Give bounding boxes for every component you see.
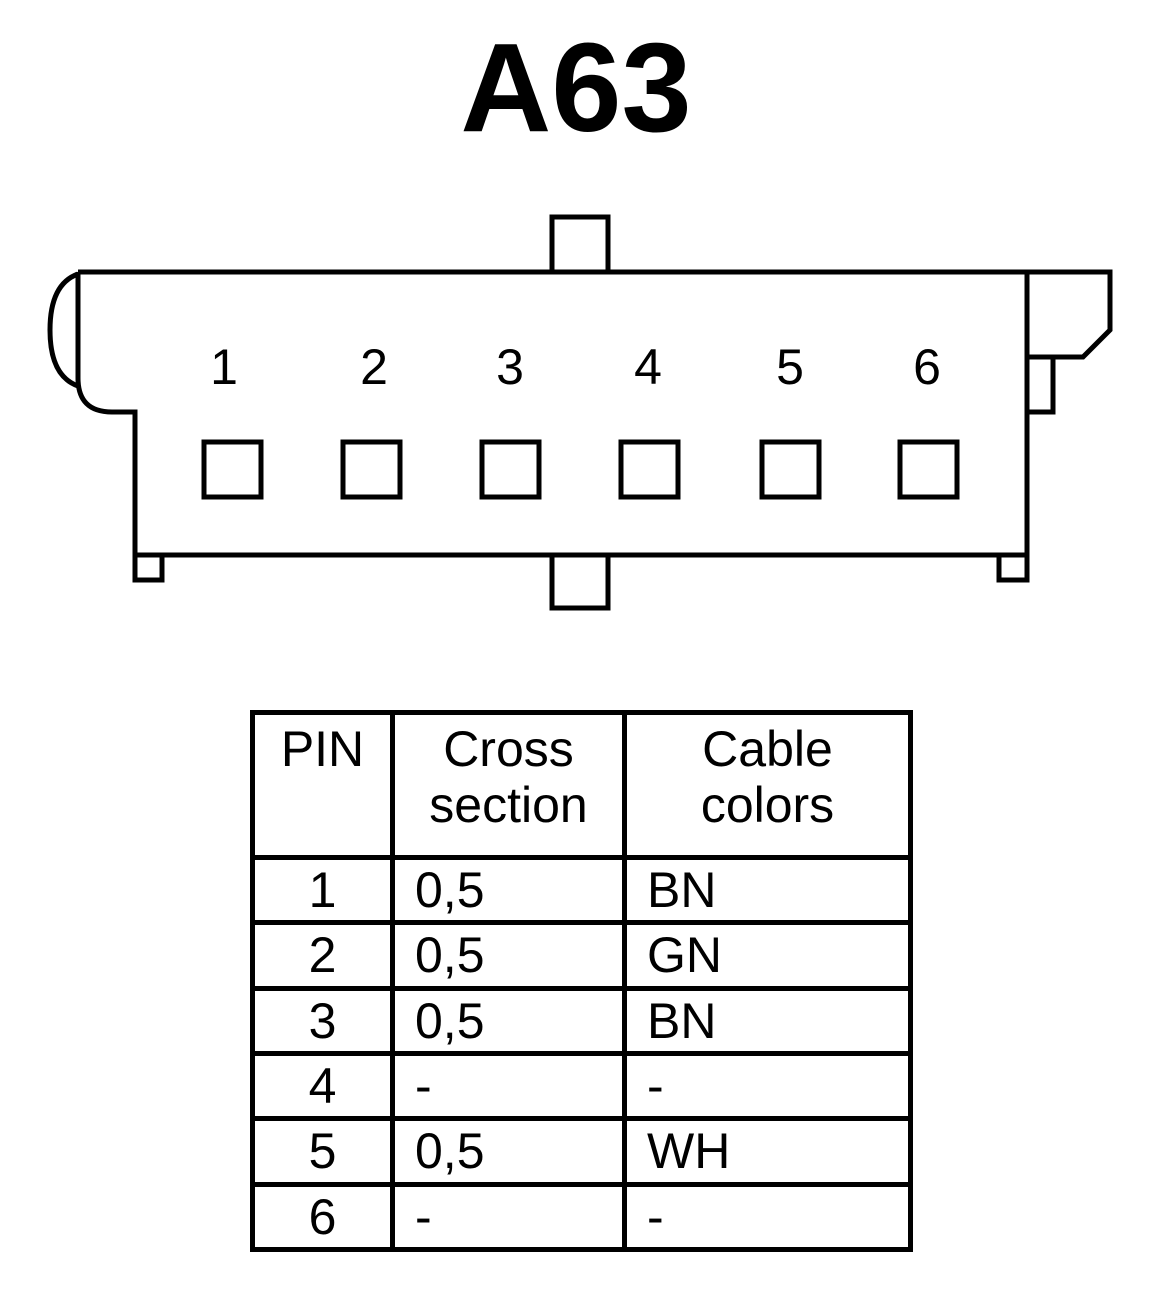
cell-cable-color: BN — [622, 985, 913, 1056]
cell-cable-color: BN — [622, 854, 913, 926]
table-row: 1 0,5 BN — [250, 854, 913, 926]
right-foot — [996, 555, 1030, 583]
pin-cavity-5 — [759, 439, 822, 500]
table-header-row: PIN Cross section Cable colors — [250, 710, 913, 860]
pin-assignment-table: PIN Cross section Cable colors 1 0,5 BN … — [250, 710, 913, 1253]
cell-cable-color: GN — [622, 920, 913, 991]
connector-diagram: 1 2 3 4 5 6 — [47, 214, 1113, 611]
table-row: 5 0,5 WH — [250, 1116, 913, 1187]
top-latch — [549, 214, 611, 272]
pin-cavity-4 — [618, 439, 681, 500]
left-foot — [132, 555, 165, 583]
housing-outline — [75, 269, 1113, 558]
cell-pin: 6 — [250, 1181, 395, 1253]
connector-title: A63 — [460, 17, 692, 158]
header-pin: PIN — [250, 710, 395, 860]
cell-pin: 5 — [250, 1116, 395, 1187]
pin-label-6: 6 — [913, 339, 941, 395]
cell-cross-section: - — [390, 1181, 627, 1253]
pin-cavity-3 — [479, 439, 542, 500]
bottom-latch — [549, 555, 611, 611]
pin-label-1: 1 — [210, 339, 238, 395]
cell-cross-section: 0,5 — [390, 1116, 627, 1187]
pin-label-2: 2 — [360, 339, 388, 395]
cell-cable-color: WH — [622, 1116, 913, 1187]
header-cable-colors: Cable colors — [622, 710, 913, 860]
cell-pin: 4 — [250, 1050, 395, 1122]
pin-label-3: 3 — [496, 339, 524, 395]
cell-cable-color: - — [622, 1050, 913, 1122]
cell-cross-section: 0,5 — [390, 854, 627, 926]
pin-cavity-2 — [340, 439, 403, 500]
table-row: 4 - - — [250, 1050, 913, 1122]
pin-label-4: 4 — [634, 339, 662, 395]
pin-cavity-1 — [201, 439, 264, 500]
table-row: 3 0,5 BN — [250, 985, 913, 1056]
cell-cross-section: - — [390, 1050, 627, 1122]
left-clip — [47, 271, 79, 389]
pin-cavity-6 — [897, 439, 960, 500]
cell-pin: 2 — [250, 920, 395, 991]
pin-label-5: 5 — [776, 339, 804, 395]
cell-cross-section: 0,5 — [390, 985, 627, 1056]
cell-cross-section: 0,5 — [390, 920, 627, 991]
cell-pin: 1 — [250, 854, 395, 926]
cell-cable-color: - — [622, 1181, 913, 1253]
right-tab — [1027, 354, 1056, 415]
table-row: 2 0,5 GN — [250, 920, 913, 991]
cell-pin: 3 — [250, 985, 395, 1056]
header-cross-section: Cross section — [390, 710, 627, 860]
table-row: 6 - - — [250, 1181, 913, 1253]
